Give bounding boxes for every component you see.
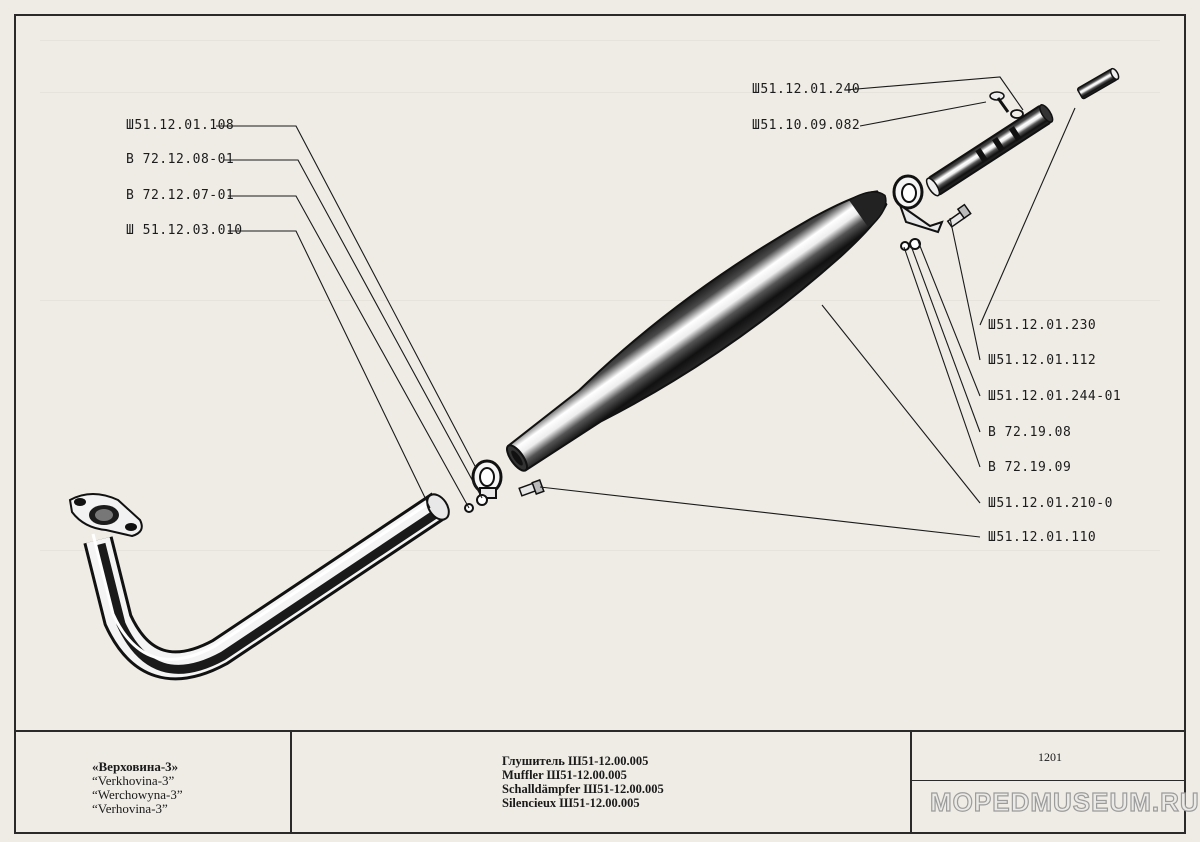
drawing-sheet-border bbox=[14, 14, 1186, 834]
end-pin bbox=[1076, 67, 1120, 100]
front-bolt bbox=[518, 479, 545, 497]
exploded-view-diagram bbox=[68, 67, 1120, 681]
watermark: MOPEDMUSEUM.RU bbox=[929, 786, 1200, 817]
part-label-3: Ш51.12.01.108 bbox=[126, 118, 235, 133]
description-de: Schalldämpfer Ш51-12.00.005 bbox=[502, 782, 664, 796]
part-description: Глушитель Ш51-12.00.005 Muffler Ш51-12.0… bbox=[502, 754, 664, 810]
rear-bolt bbox=[946, 203, 972, 228]
part-label-1: Ш51.12.01.240 bbox=[752, 82, 861, 97]
description-cell: Глушитель Ш51-12.00.005 Muffler Ш51-12.0… bbox=[290, 732, 910, 834]
front-clamp bbox=[464, 459, 503, 513]
page-number: 1201 bbox=[1038, 750, 1062, 764]
part-label-6: Ш 51.12.03.010 bbox=[126, 223, 243, 238]
model-name-ru: «Верховина-3» bbox=[92, 759, 179, 774]
tailpipe-tube bbox=[925, 104, 1054, 197]
part-label-12: Ш51.12.01.210-0 bbox=[988, 496, 1113, 511]
leader-lines bbox=[216, 76, 1076, 538]
model-name-en: “Verkhovina-3” bbox=[92, 773, 175, 788]
page-number-cell: 1201 bbox=[910, 732, 1186, 834]
exhaust-flange bbox=[68, 493, 143, 538]
exhaust-pipe bbox=[83, 492, 450, 681]
description-en: Muffler Ш51-12.00.005 bbox=[502, 768, 627, 782]
title-block-divider bbox=[912, 780, 1186, 781]
part-label-4: В 72.12.08-01 bbox=[126, 152, 235, 167]
description-fr: Silencieux Ш51-12.00.005 bbox=[502, 796, 640, 810]
part-label-7: Ш51.12.01.230 bbox=[988, 318, 1097, 333]
model-cell: «Верховина-3» “Verkhovina-3” “Werchowyna… bbox=[14, 732, 290, 834]
model-names: «Верховина-3» “Verkhovina-3” “Werchowyna… bbox=[92, 760, 183, 816]
description-ru: Глушитель Ш51-12.00.005 bbox=[502, 754, 649, 768]
rear-clamp bbox=[892, 174, 944, 251]
part-label-11: В 72.19.09 bbox=[988, 460, 1072, 475]
part-label-9: Ш51.12.01.244-01 bbox=[988, 389, 1122, 404]
part-label-2: Ш51.10.09.082 bbox=[752, 118, 861, 133]
part-label-8: Ш51.12.01.112 bbox=[988, 353, 1097, 368]
small-screw bbox=[989, 91, 1024, 119]
part-label-13: Ш51.12.01.110 bbox=[988, 530, 1097, 545]
title-block: «Верховина-3» “Verkhovina-3” “Werchowyna… bbox=[14, 730, 1186, 834]
model-name-fr: “Verhovina-3” bbox=[92, 801, 168, 816]
model-name-de: “Werchowyna-3” bbox=[92, 787, 183, 802]
part-label-10: В 72.19.08 bbox=[988, 425, 1072, 440]
muffler-body bbox=[506, 190, 888, 472]
part-label-5: В 72.12.07-01 bbox=[126, 188, 235, 203]
